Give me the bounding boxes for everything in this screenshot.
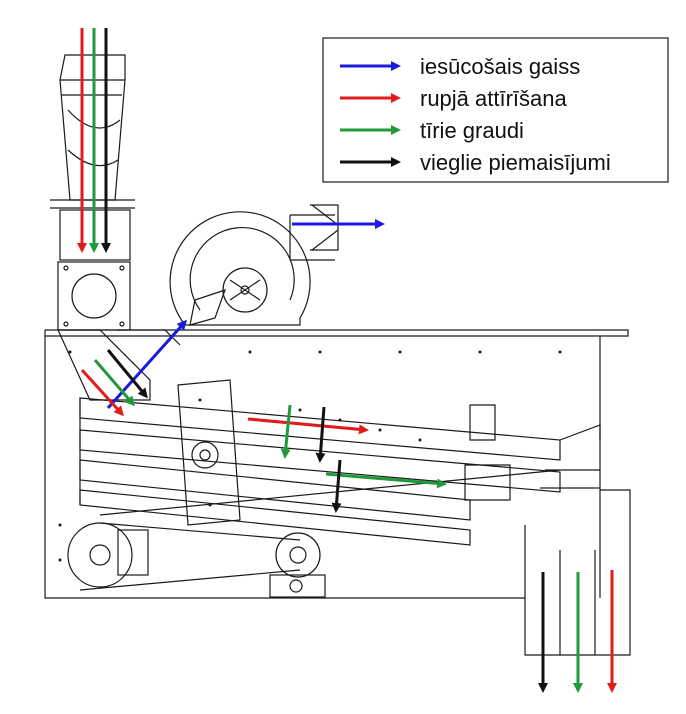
frame-rivets (58, 350, 562, 562)
main-frame (44, 329, 631, 656)
legend-label-air: iesūcošais gaiss (420, 54, 580, 79)
legend: iesūcošais gaiss rupjā attīrīšana tīrie … (322, 37, 669, 183)
legend-label-clean: tīrie graudi (420, 118, 524, 143)
aspiration-arrow-blue (106, 319, 188, 410)
flow-arrows (77, 28, 617, 693)
legend-label-coarse: rupjā attīrīšana (420, 86, 568, 111)
sieve-down-black-1 (315, 406, 326, 463)
inlet-diag-green (93, 359, 135, 407)
legend-label-light: vieglie piemaisījumi (420, 150, 611, 175)
sieve-arrow-red (247, 417, 369, 435)
lower-sieve-green (325, 472, 447, 489)
lower-sieve-down-black (331, 459, 342, 513)
machine-drawing (44, 54, 631, 656)
legend-box (322, 37, 669, 183)
fan-housing (169, 204, 339, 326)
sieve-down-green (280, 404, 292, 459)
inlet-diag-red (80, 368, 125, 417)
inlet-diag-black (106, 349, 148, 399)
